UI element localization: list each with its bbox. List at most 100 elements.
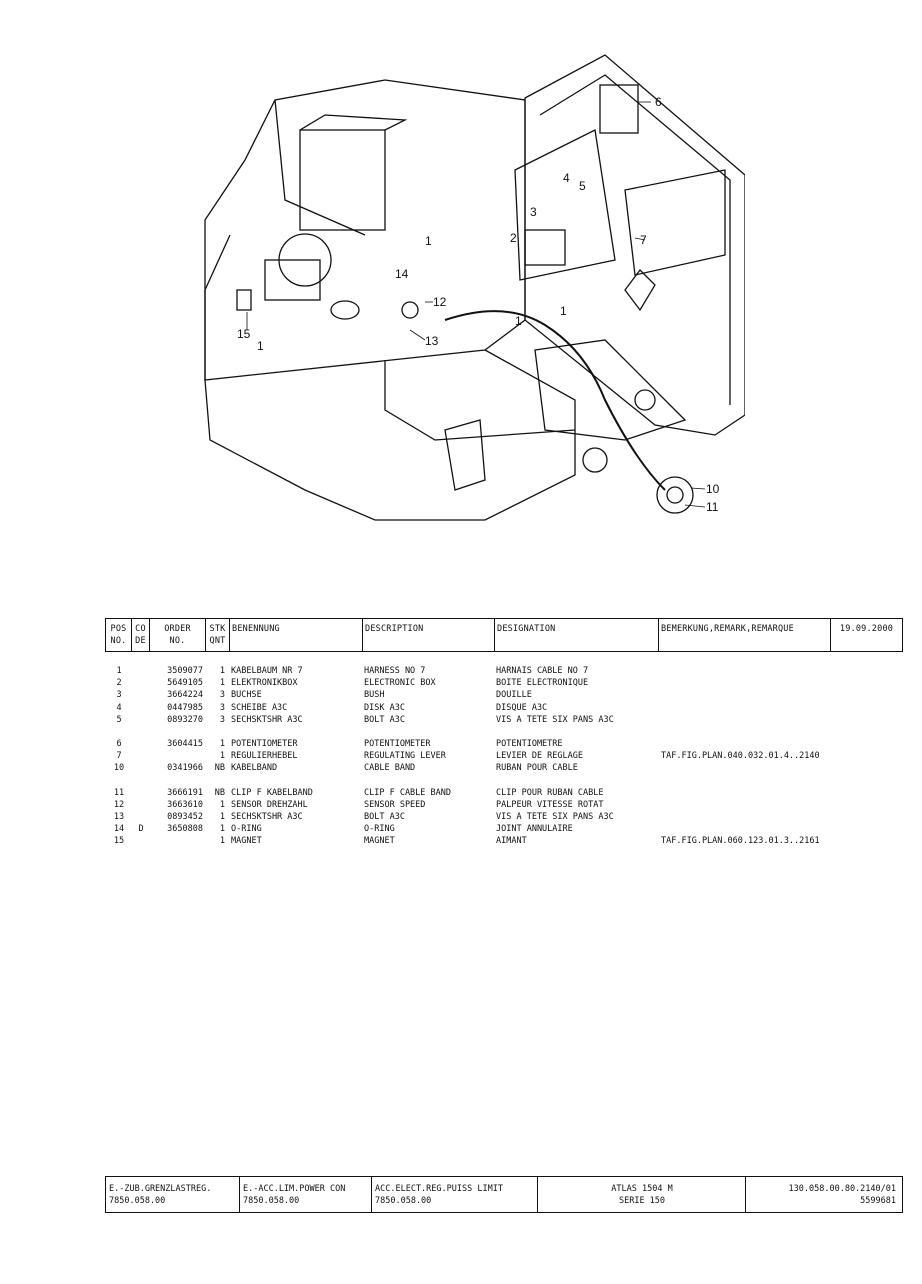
part-designation: VIS A TETE SIX PANS A3C xyxy=(496,811,614,822)
part-quantity: 1 xyxy=(219,738,225,749)
part-designation: LEVIER DE REGLAGE xyxy=(496,751,583,762)
part-designation: AIMANT xyxy=(496,836,527,847)
part-order-no: 3664224 xyxy=(167,690,203,701)
part-quantity: 3 xyxy=(219,690,225,701)
pump xyxy=(264,259,321,301)
part-designation: POTENTIOMETRE xyxy=(496,738,563,749)
part-description: SENSOR SPEED xyxy=(364,799,426,810)
clip-detail xyxy=(656,476,694,514)
part-benennung: POTENTIOMETER xyxy=(231,738,298,749)
part-pos: 6 xyxy=(116,738,122,749)
part-description: MAGNET xyxy=(364,836,395,847)
part-pos: 3 xyxy=(116,690,122,701)
part-benennung: ELEKTRONIKBOX xyxy=(231,678,298,689)
callout-label: 1 xyxy=(560,304,567,318)
engine-block xyxy=(299,129,386,231)
part-quantity: NB xyxy=(214,787,225,798)
side-bracket xyxy=(444,419,486,491)
header-designation: DESIGNATION xyxy=(495,619,659,651)
part-benennung: REGULIERHEBEL xyxy=(231,751,298,762)
machine-illustration: 1 1 1 1 2 3 4 5 6 7 10 11 12 13 14 15 xyxy=(204,54,745,521)
part-description: ELECTRONIC BOX xyxy=(364,678,436,689)
part-quantity: NB xyxy=(214,763,225,774)
part-benennung: BUCHSE xyxy=(231,690,262,701)
part-designation: PALPEUR VITESSE ROTAT xyxy=(496,799,604,810)
callout-label: 1 xyxy=(515,314,522,328)
part-benennung: SENSOR DREHZAHL xyxy=(231,799,308,810)
part-order-no: 0893452 xyxy=(167,811,203,822)
callout-label: 13 xyxy=(425,334,439,348)
part-order-no: 0341966 xyxy=(167,763,203,774)
part-description: POTENTIOMETER xyxy=(364,738,431,749)
part-code: D xyxy=(138,824,144,835)
part-remark: TAF.FIG.PLAN.040.032.01.4..2140 xyxy=(661,751,820,762)
part-pos: 7 xyxy=(116,751,122,762)
part-row: 13 0893452 1 SECHSKTSHR A3C BOLT A3C VIS A TE… xyxy=(105,811,903,823)
part-description: O-RING xyxy=(364,824,395,835)
part-description: BOLT A3C xyxy=(364,714,405,725)
part-description: DISK A3C xyxy=(364,702,405,713)
part-benennung: SECHSKTSHR A3C xyxy=(231,811,303,822)
magnet-part xyxy=(236,289,252,311)
part-benennung: CLIP F KABELBAND xyxy=(231,787,313,798)
callout-label: 4 xyxy=(563,171,570,185)
part-quantity: 1 xyxy=(219,811,225,822)
part-pos: 2 xyxy=(116,678,122,689)
part-designation: BOITE ELECTRONIQUE xyxy=(496,678,589,689)
part-pos: 14 xyxy=(113,824,125,835)
part-designation: HARNAIS CABLE NO 7 xyxy=(496,666,589,676)
part-order-no: 0893270 xyxy=(167,714,203,725)
part-benennung: KABELBAND xyxy=(231,763,278,774)
part-quantity: 1 xyxy=(219,751,225,762)
cab-door xyxy=(514,129,616,281)
part-benennung: MAGNET xyxy=(231,836,262,847)
part-quantity: 1 xyxy=(219,836,225,847)
part-designation: RUBAN POUR CABLE xyxy=(496,763,578,774)
part-quantity: 1 xyxy=(219,824,225,835)
callout-label: 10 xyxy=(706,482,720,496)
callout-label: 6 xyxy=(655,95,662,109)
part-order-no: 5649105 xyxy=(167,678,203,689)
header-remark: BEMERKUNG,REMARK,REMARQUE xyxy=(659,619,831,651)
part-pos: 13 xyxy=(113,811,125,822)
part-pos: 5 xyxy=(116,714,122,725)
part-row: 2 5649105 1 ELEKTRONIKBOX ELECTRONIC BOX BOIT… xyxy=(105,677,903,689)
cab-inner-edge xyxy=(539,74,731,405)
upper-body xyxy=(204,79,526,381)
part-pos: 4 xyxy=(116,702,122,713)
part-order-no: 3666191 xyxy=(167,787,203,798)
part-pos: 1 xyxy=(116,666,122,676)
part-benennung: SECHSKTSHR A3C xyxy=(231,714,303,725)
part-order-no: 3604415 xyxy=(167,738,203,749)
part-order-no: 3509077 xyxy=(167,666,203,676)
cab-window xyxy=(624,169,726,276)
title-block: E.-ZUB.GRENZLASTREG.7850.058.00 E.-ACC.L… xyxy=(105,1176,903,1213)
part-designation: JOINT ANNULAIRE xyxy=(496,824,573,835)
part-benennung: KABELBAUM NR 7 xyxy=(231,666,303,676)
part-pos: 15 xyxy=(113,836,125,847)
part-description: BOLT A3C xyxy=(364,811,405,822)
counterweight xyxy=(204,349,576,521)
part-pos: 11 xyxy=(113,787,125,798)
boom-mount xyxy=(534,339,687,441)
part-quantity: 1 xyxy=(219,678,225,689)
part-row: 6 3604415 1 POTENTIOMETER POTENTIOMETER POTEN… xyxy=(105,738,903,750)
part-designation: VIS A TETE SIX PANS A3C xyxy=(496,714,614,725)
part-order-no: 0447985 xyxy=(167,702,203,713)
part-quantity: 1 xyxy=(219,799,225,810)
callout-label: 1 xyxy=(257,339,264,353)
callout-label: 1 xyxy=(425,234,432,248)
